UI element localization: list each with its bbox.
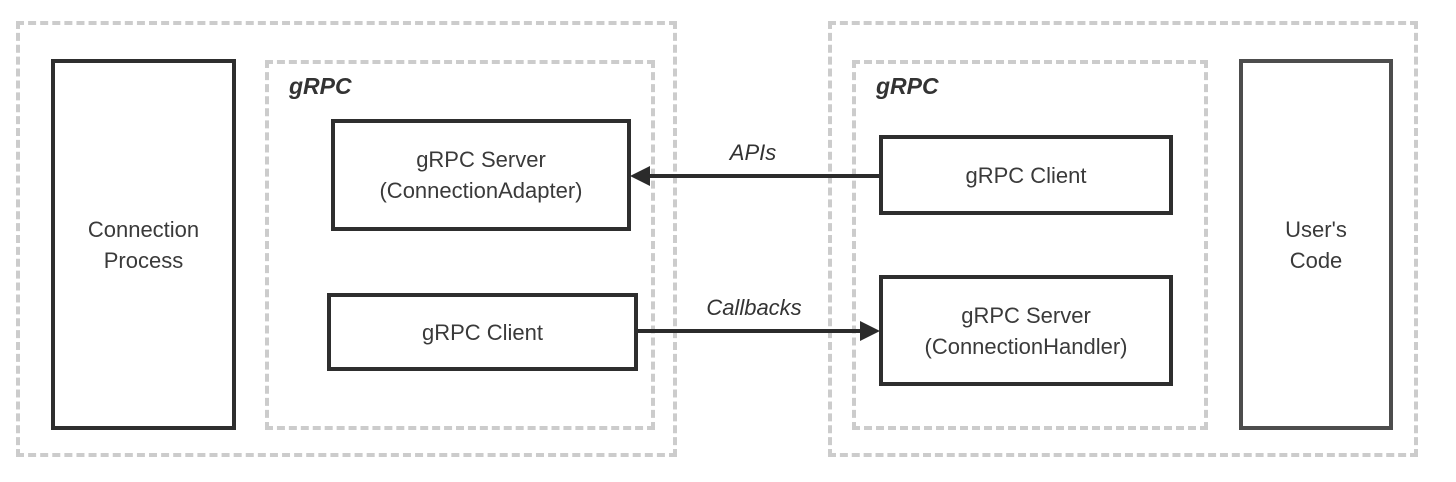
right-grpc-client-box: gRPC Client xyxy=(879,135,1173,215)
left-grpc-container: gRPC xyxy=(265,60,655,430)
left-grpc-client-label: gRPC Client xyxy=(421,319,544,345)
connection-process-box: Connection Process xyxy=(51,59,236,430)
right-grpc-container-label: gRPC xyxy=(876,73,939,99)
right-grpc-container: gRPC xyxy=(852,60,1208,430)
callbacks-arrow-head xyxy=(860,321,880,341)
apis-arrow-line xyxy=(648,174,879,178)
connection-process-label: Connection Process xyxy=(87,216,200,273)
users-code-label: User's Code xyxy=(1285,216,1347,273)
grpc-server-connection-handler-box: gRPC Server (ConnectionHandler) xyxy=(879,275,1173,386)
users-code-box: User's Code xyxy=(1239,59,1393,430)
apis-arrow-label: APIs xyxy=(729,140,777,165)
right-grpc-client-label: gRPC Client xyxy=(965,162,1087,188)
connection-process-group-container xyxy=(16,21,677,457)
callbacks-arrow-line xyxy=(638,329,860,333)
user-code-group-container xyxy=(828,21,1418,457)
grpc-server-connection-adapter-label: gRPC Server (ConnectionAdapter) xyxy=(379,147,583,203)
grpc-server-connection-handler-label: gRPC Server (ConnectionHandler) xyxy=(924,302,1128,359)
grpc-server-connection-adapter-box: gRPC Server (ConnectionAdapter) xyxy=(331,119,631,231)
left-grpc-client-box: gRPC Client xyxy=(327,293,638,371)
callbacks-arrow-label: Callbacks xyxy=(706,295,802,320)
left-grpc-container-label: gRPC xyxy=(289,73,352,99)
apis-arrow-head xyxy=(630,166,650,186)
